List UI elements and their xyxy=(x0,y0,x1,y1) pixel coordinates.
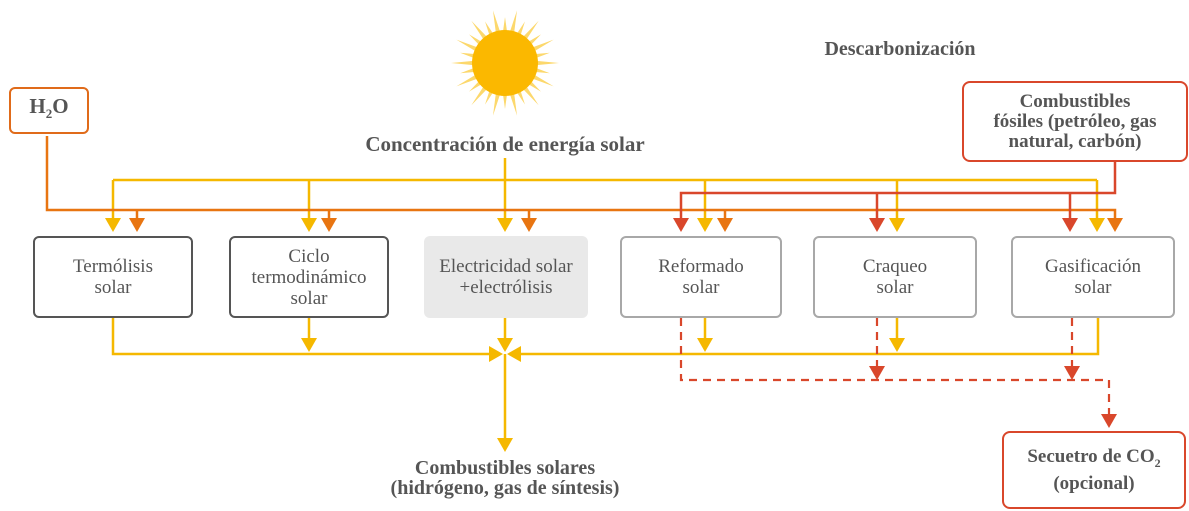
co2-sequestration-box: Secuetro de CO2 (opcional) xyxy=(1002,431,1186,509)
arrowhead xyxy=(497,438,513,452)
output-label: Combustibles solares (hidrógeno, gas de … xyxy=(390,457,620,499)
process-box: Termólisis solar xyxy=(33,236,193,318)
arrowhead xyxy=(1062,218,1078,232)
sun-core xyxy=(472,30,538,96)
sun-ray xyxy=(492,10,502,37)
sun-ray xyxy=(451,60,478,66)
sun-ray xyxy=(508,89,518,116)
process-box: Gasificación solar xyxy=(1011,236,1175,318)
co2-main-label: Secuetro de CO2 xyxy=(1027,445,1161,470)
process-box: Craqueo solar xyxy=(813,236,977,318)
solar-flow-lines xyxy=(111,158,1100,440)
sun-ray xyxy=(492,89,502,116)
arrowheads xyxy=(105,218,1123,452)
arrowhead xyxy=(301,218,317,232)
water-box: H2O xyxy=(9,87,89,134)
co2-flow-lines xyxy=(679,318,1111,414)
arrowhead xyxy=(717,218,733,232)
arrowhead xyxy=(507,346,521,362)
arrowhead xyxy=(697,338,713,352)
arrowhead xyxy=(105,218,121,232)
arrowhead xyxy=(301,338,317,352)
arrowhead xyxy=(1101,414,1117,428)
arrowhead xyxy=(521,218,537,232)
arrowhead xyxy=(1107,218,1123,232)
arrowhead xyxy=(497,218,513,232)
sun-icon xyxy=(451,10,559,116)
process-box: Electricidad solar +electrólisis xyxy=(424,236,588,318)
sun-ray xyxy=(532,60,559,66)
arrowhead xyxy=(889,338,905,352)
arrowhead xyxy=(321,218,337,232)
arrowhead xyxy=(497,338,513,352)
arrowhead xyxy=(673,218,689,232)
water-label: H2O xyxy=(29,94,69,122)
sun-ray xyxy=(508,10,518,37)
arrowhead xyxy=(697,218,713,232)
arrowhead xyxy=(489,346,503,362)
fossil-fuels-box: Combustibles fósiles (petróleo, gas natu… xyxy=(962,81,1188,162)
sun-label: Concentración de energía solar xyxy=(365,132,645,156)
process-box: Reformado solar xyxy=(620,236,782,318)
arrowhead xyxy=(869,218,885,232)
arrowhead xyxy=(129,218,145,232)
arrowhead xyxy=(1089,218,1105,232)
process-box: Ciclo termodinámico solar xyxy=(229,236,389,318)
arrowhead xyxy=(1064,366,1080,380)
diagram-title: Descarbonización xyxy=(824,38,976,60)
arrowhead xyxy=(869,366,885,380)
arrowhead xyxy=(889,218,905,232)
fossil-flow-lines xyxy=(679,160,1117,222)
co2-optional-label: (opcional) xyxy=(1053,473,1135,495)
